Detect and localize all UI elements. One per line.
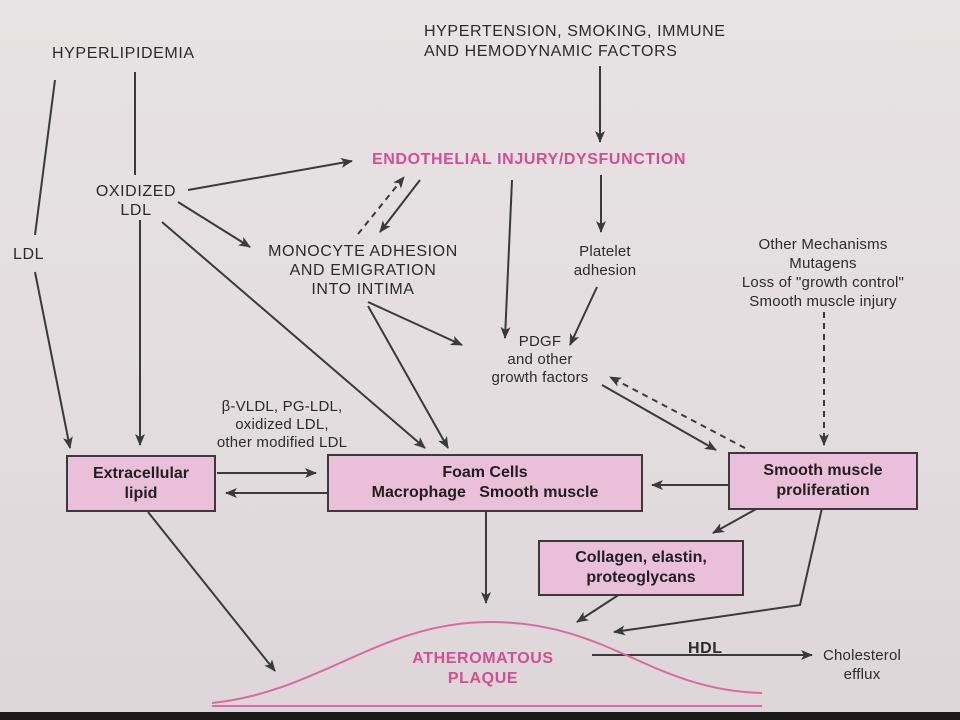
node-pdgf: PDGF and other growth factors — [491, 333, 589, 386]
edge-smc-pdgf-dashed — [609, 376, 746, 449]
box-smooth-muscle-proliferation-label: Smooth muscle proliferation — [763, 462, 883, 499]
node-modified-ldl: β-VLDL, PG-LDL, oxidized LDL, other modi… — [216, 398, 348, 451]
box-collagen-label: Collagen, elastin, proteoglycans — [575, 549, 707, 586]
edge-hyperlipidemia-ldl — [34, 79, 56, 236]
edge-endothelial-pdgf — [500, 179, 513, 339]
edge-pdgf-smc — [601, 384, 717, 451]
box-extracellular-lipid-label: Extracellular lipid — [92, 464, 190, 502]
bottom-border — [0, 712, 960, 720]
node-monocyte: MONOCYTE ADHESION AND EMIGRATION INTO IN… — [268, 243, 458, 298]
edge-oxldl-endothelial — [187, 157, 353, 191]
box-collagen: Collagen, elastin, proteoglycans — [538, 540, 744, 596]
plaque-curve — [211, 620, 763, 704]
node-oxidized-ldl: OXIDIZED LDL — [95, 183, 177, 219]
edge-oxldl-foam — [161, 221, 426, 449]
edge-ldl-extracellular — [34, 271, 73, 449]
box-foam-cells: Foam Cells Macrophage Smooth muscle — [327, 454, 643, 512]
box-foam-cells-label: Foam Cells Macrophage Smooth muscle — [371, 464, 599, 501]
node-platelet: Platelet adhesion — [573, 243, 637, 279]
edge-oxldl-monocyte — [177, 201, 251, 248]
edge-smc-collagen — [712, 507, 759, 534]
edge-monocyte-foam — [367, 305, 449, 449]
edge-platelet-pdgf — [569, 286, 598, 346]
node-ldl: LDL — [13, 246, 45, 263]
box-smooth-muscle-proliferation: Smooth muscle proliferation — [728, 452, 918, 510]
node-hyperlipidemia: HYPERLIPIDEMIA — [52, 45, 195, 62]
box-extracellular-lipid: Extracellular lipid — [66, 455, 216, 512]
node-risk-factors: HYPERTENSION, SMOKING, IMMUNE AND HEMODY… — [424, 23, 726, 60]
node-endothelial-injury: ENDOTHELIAL INJURY/DYSFUNCTION — [372, 151, 687, 168]
node-plaque: ATHEROMATOUS PLAQUE — [412, 650, 554, 687]
edge-endothelial-monocyte — [379, 179, 421, 233]
edge-smc-plaque — [613, 507, 823, 636]
edge-collagen-plaque — [576, 593, 621, 623]
node-cholesterol-efflux: Cholesterol efflux — [822, 647, 902, 683]
edge-monocyte-endothelial-dashed — [357, 176, 405, 235]
edge-extracellular-plaque — [147, 511, 276, 672]
node-other-mechanisms: Other Mechanisms Mutagens Loss of "growt… — [741, 236, 905, 310]
label-hdl: HDL — [688, 640, 723, 657]
edge-monocyte-pdgf — [367, 301, 463, 346]
